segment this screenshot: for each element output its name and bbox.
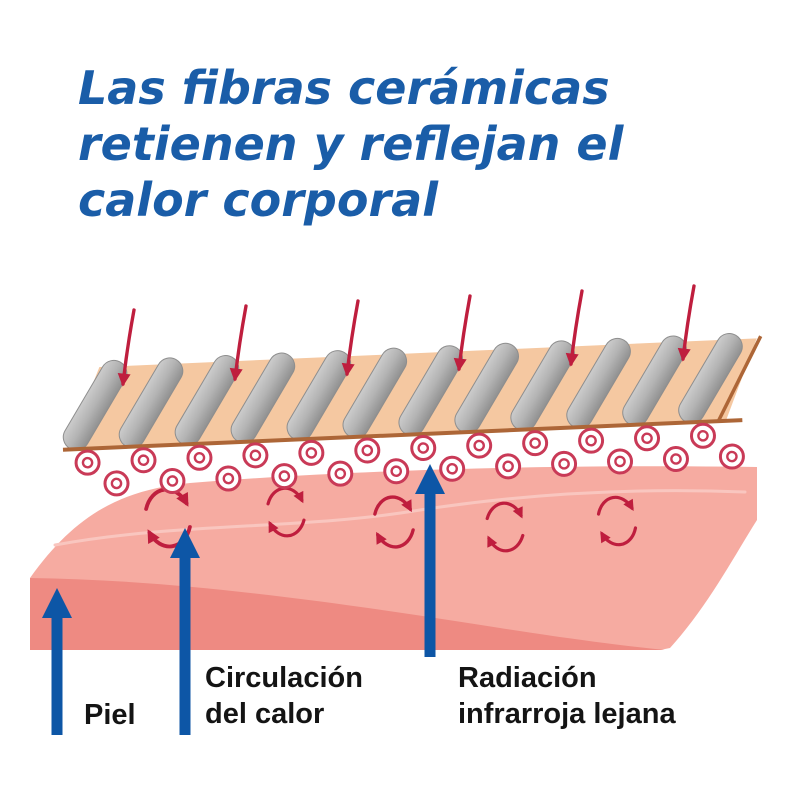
pointer-arrows — [42, 464, 445, 735]
title-line-2: retienen y reflejan el — [78, 117, 624, 172]
fiber-circle — [465, 432, 493, 460]
heat-arrow-icon — [117, 308, 136, 387]
heat-input-arrows — [117, 284, 696, 387]
fiber-circle — [353, 436, 381, 464]
heat-arrow-icon — [229, 304, 248, 382]
label-skin: Piel — [84, 699, 136, 731]
fiber-circle — [689, 422, 717, 450]
label-heat-circulation-line-2: del calor — [205, 697, 325, 730]
fiber-circle — [577, 427, 605, 455]
fiber-circle — [185, 444, 213, 472]
heat-arrow-icon — [341, 299, 360, 377]
title-line-1: Las fibras cerámicas — [78, 61, 610, 115]
skin-layer — [30, 466, 757, 650]
fiber-circle — [270, 462, 298, 490]
skin-pointer-arrow — [42, 588, 72, 735]
fiber-circle — [382, 457, 410, 485]
fiber-circle — [103, 469, 130, 497]
label-heat-circulation: Circulación del calor — [205, 661, 363, 733]
label-far-infrared-radiation-line-2: infrarroja lejana — [458, 697, 676, 730]
fiber-circle — [438, 455, 466, 483]
arrow-shaft — [51, 616, 63, 735]
fiber-circle — [606, 447, 634, 475]
label-far-infrared-radiation: Radiación infrarroja lejana — [458, 661, 676, 733]
heat-arrow-icon — [677, 284, 696, 362]
arrow-shaft — [424, 492, 436, 657]
heat-arrow-icon — [565, 289, 584, 367]
fabric-edge-curl — [716, 335, 763, 422]
fiber-circle — [297, 439, 325, 467]
fiber-circle — [494, 452, 522, 480]
arrow-head — [42, 588, 72, 618]
fiber-circle — [718, 443, 746, 471]
label-far-infrared-radiation-line-1: Radiación — [458, 662, 597, 694]
fiber-circle — [409, 434, 437, 462]
fiber-circle — [74, 449, 102, 477]
circulation-pointer-arrow — [170, 528, 200, 735]
radiation-pointer-arrow — [415, 464, 445, 657]
label-heat-circulation-line-1: Circulación — [205, 662, 363, 694]
skin-surface-contour — [53, 489, 747, 547]
page-title: Las fibras cerámicas retienen y reflejan… — [78, 60, 738, 228]
arrow-shaft — [179, 556, 191, 735]
fabric-band — [57, 328, 763, 497]
fiber-circle — [633, 424, 661, 452]
heat-arrow-icon — [453, 294, 472, 372]
fiber-circle — [550, 450, 578, 478]
fiber-circle — [662, 445, 690, 473]
fiber-circle — [158, 467, 186, 495]
fiber-circle — [241, 441, 269, 469]
fiber-circle — [214, 465, 242, 493]
title-line-3: calor corporal — [78, 173, 438, 228]
fabric-edge-line — [62, 418, 743, 452]
arrow-head — [415, 464, 445, 494]
fiber-circle — [326, 460, 354, 488]
fiber-circle — [130, 446, 158, 474]
arrow-head — [170, 528, 200, 558]
fiber-circle — [521, 429, 549, 457]
